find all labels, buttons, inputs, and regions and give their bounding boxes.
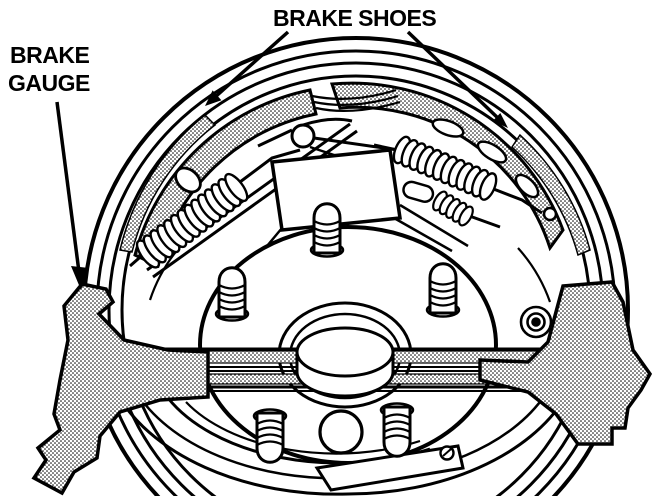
- shoe-slot: [431, 118, 465, 138]
- shoe-slot: [476, 140, 508, 164]
- wheel-stud: [425, 262, 461, 318]
- leader-line-shoe-left: [212, 30, 290, 100]
- leader-arrow-icon: [71, 266, 89, 290]
- wheel-stud: [309, 202, 345, 258]
- brake-gauge-left-arm: [31, 282, 210, 496]
- adjuster-spring: [432, 190, 501, 229]
- wheel-cylinder: [270, 148, 402, 232]
- label-brake-gauge-line1: BRAKE: [10, 42, 89, 68]
- return-spring-left: [129, 148, 301, 269]
- mounting-bolt: [519, 305, 553, 339]
- callout-brake-shoes: BRAKE SHOES: [205, 5, 508, 128]
- adjuster-tab: [402, 180, 435, 204]
- leader-arrow-icon: [205, 90, 222, 106]
- shoe-web-hole: [174, 166, 202, 194]
- wheel-stud: [214, 266, 250, 322]
- rim-shading-right: [511, 133, 591, 257]
- shoe-bottom-tab: [314, 444, 465, 492]
- brake-gauge-right-arm: [478, 280, 653, 446]
- label-brake-shoes: BRAKE SHOES: [273, 5, 436, 31]
- callout-brake-gauge: BRAKE GAUGE: [8, 42, 91, 290]
- brake-shoe-right: [329, 81, 565, 252]
- leader-line-shoe-right: [406, 30, 502, 122]
- wheel-stud: [379, 402, 415, 458]
- rim-shading-left: [119, 113, 217, 253]
- hub-flange-hole: [318, 409, 364, 455]
- shoe-hole: [542, 206, 558, 222]
- return-spring-right: [373, 135, 543, 215]
- leader-line-gauge: [55, 101, 81, 273]
- shoe-slot: [514, 173, 540, 199]
- wheel-stud: [252, 408, 288, 464]
- adjuster-pivot: [290, 123, 316, 149]
- grease-cap: [295, 326, 395, 398]
- shoe-guide-plate: [311, 88, 401, 112]
- label-brake-gauge-line2: GAUGE: [8, 70, 90, 96]
- leader-arrow-icon: [492, 113, 508, 128]
